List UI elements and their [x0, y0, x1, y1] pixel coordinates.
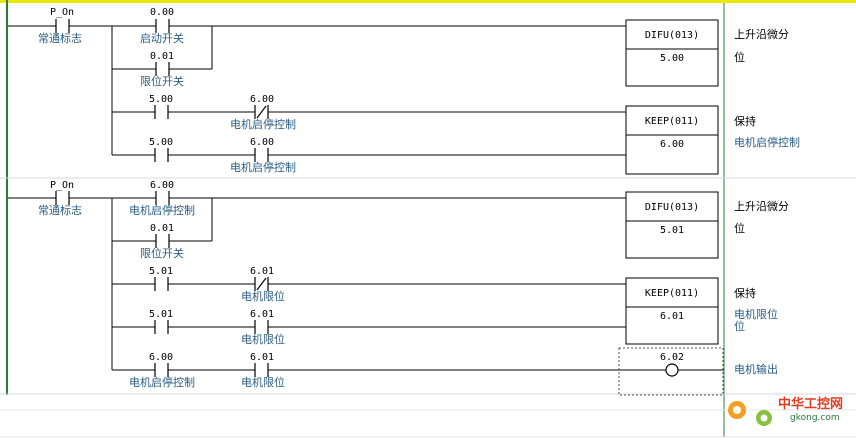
contact-nc-601[interactable] — [254, 277, 269, 291]
keep-instruction-block[interactable] — [625, 277, 719, 345]
contact-comment: 电机限位 — [241, 332, 285, 346]
contact-comment: 电机限位 — [241, 375, 285, 389]
contact-address: 5.01 — [149, 309, 173, 320]
instruction-comment: 保持 — [734, 114, 756, 128]
contact-address: 6.00 — [250, 137, 274, 148]
instruction-operand: 5.01 — [660, 225, 684, 236]
contact-501[interactable] — [154, 277, 169, 291]
contact-address: 6.01 — [250, 352, 274, 363]
instruction-comment: 上升沿微分 — [734, 199, 789, 213]
coil-selection-box[interactable] — [618, 347, 724, 396]
contact-limit-switch[interactable] — [155, 234, 170, 248]
instruction-name: DIFU(013) — [645, 202, 699, 213]
instruction-name: KEEP(011) — [645, 116, 699, 127]
keep-instruction-block[interactable] — [625, 105, 719, 175]
contact-500-b[interactable] — [154, 148, 169, 162]
instruction-name: DIFU(013) — [645, 30, 699, 41]
contact-address: 6.00 — [149, 352, 173, 363]
instruction-comment: 位 — [734, 50, 745, 64]
contact-600[interactable] — [155, 191, 170, 205]
contact-600-b[interactable] — [154, 363, 169, 377]
instruction-operand: 6.01 — [660, 311, 684, 322]
contact-address: P_On — [50, 7, 74, 18]
instruction-comment: 上升沿微分 — [734, 27, 789, 41]
contact-501-b[interactable] — [154, 320, 169, 334]
instruction-operand: 6.00 — [660, 139, 684, 150]
contact-comment: 常通标志 — [38, 31, 82, 45]
contact-address: 6.00 — [250, 94, 274, 105]
contact-comment: 电机启停控制 — [129, 375, 195, 389]
instruction-comment: 电机启停控制 — [734, 135, 800, 149]
contact-p-on[interactable] — [55, 191, 70, 205]
contact-address: 0.01 — [150, 223, 174, 234]
contact-address: P_On — [50, 180, 74, 191]
contact-address: 5.00 — [149, 94, 173, 105]
top-accent-bar — [0, 0, 856, 3]
contact-address: 0.00 — [150, 7, 174, 18]
watermark-brand: 中华工控网 — [778, 396, 843, 412]
contact-comment: 电机启停控制 — [230, 117, 296, 131]
contact-start-switch[interactable] — [155, 19, 170, 33]
contact-comment: 电机启停控制 — [129, 203, 195, 217]
watermark-logo — [728, 401, 772, 426]
rung-2[interactable] — [8, 197, 724, 371]
contact-address: 0.01 — [150, 51, 174, 62]
difu-instruction-block[interactable] — [625, 19, 719, 87]
contact-comment: 限位开关 — [140, 74, 184, 88]
contact-address: 5.01 — [149, 266, 173, 277]
contact-601[interactable] — [254, 320, 269, 334]
instruction-operand: 5.00 — [660, 53, 684, 64]
contact-comment: 限位开关 — [140, 246, 184, 260]
contact-address: 5.00 — [149, 137, 173, 148]
contact-comment: 电机限位 — [241, 289, 285, 303]
contact-limit-switch[interactable] — [155, 62, 170, 76]
contact-comment: 启动开关 — [140, 31, 184, 45]
watermark-url: gkong.com — [790, 413, 840, 423]
instruction-comment: 保持 — [734, 286, 756, 300]
instruction-name: KEEP(011) — [645, 288, 699, 299]
contact-address: 6.01 — [250, 309, 274, 320]
instruction-comment: 电机限位 — [734, 307, 778, 321]
rung-1[interactable] — [8, 25, 626, 156]
contact-comment: 常通标志 — [38, 203, 82, 217]
contact-address: 6.01 — [250, 266, 274, 277]
output-coil[interactable] — [665, 363, 679, 377]
coil-comment: 电机输出 — [734, 362, 778, 376]
contact-nc-600[interactable] — [254, 105, 269, 119]
contact-500[interactable] — [154, 105, 169, 119]
contact-601-b[interactable] — [254, 363, 269, 377]
contact-address: 6.00 — [150, 180, 174, 191]
coil-address: 6.02 — [660, 352, 684, 363]
instruction-comment: 位 — [734, 221, 745, 235]
contact-comment: 电机启停控制 — [230, 160, 296, 174]
instruction-comment: 位 — [734, 319, 745, 333]
contact-600[interactable] — [254, 148, 269, 162]
contact-p-on[interactable] — [55, 19, 70, 33]
difu-instruction-block[interactable] — [625, 191, 719, 259]
